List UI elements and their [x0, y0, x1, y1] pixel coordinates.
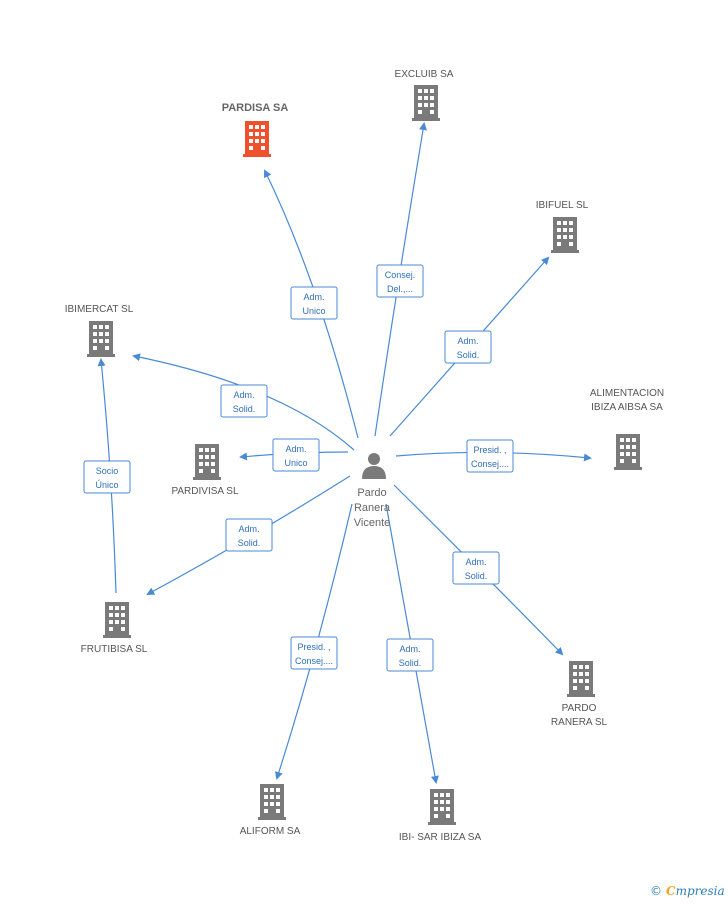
company-label: RANERA SL [551, 717, 608, 728]
company-node-pardivisa[interactable]: PARDIVISA SL [171, 444, 239, 497]
relation-edge-frutibisa[interactable]: Adm. Solid. [146, 475, 351, 595]
relation-label-text: Unico [284, 458, 307, 468]
relation-edge-pardivisa[interactable]: Adm. Unico [239, 438, 349, 472]
relation-label-box[interactable] [83, 460, 131, 494]
company-node-excluib[interactable]: EXCLUIB SA [395, 69, 454, 121]
relation-edge-pardo_ranera[interactable]: Adm. Solid. [393, 484, 564, 656]
building-icon [412, 85, 440, 121]
relation-edge-aliform[interactable]: Presid. , Consej.... [275, 503, 353, 780]
company-label: EXCLUIB SA [395, 69, 454, 80]
company-node-pardo_ranera[interactable]: PARDO RANERA SL [551, 661, 608, 728]
building-icon [614, 434, 642, 470]
relation-label-text: Consej.... [295, 656, 333, 666]
relation-label-text: Presid. , [473, 445, 506, 455]
relation-label-text: Solid. [238, 538, 261, 548]
company-node-pardisa[interactable]: PARDISA SA [222, 102, 289, 157]
relation-label-text: Adm. [285, 444, 306, 454]
relation-label-box[interactable] [225, 518, 273, 552]
relation-label-text: Unico [302, 306, 325, 316]
relation-label-box[interactable] [376, 264, 424, 298]
company-node-ibifuel[interactable]: IBIFUEL SL [536, 200, 589, 253]
copyright-icon: © [650, 884, 662, 898]
relation-edge-ibisar[interactable]: Adm. Solid. [385, 503, 439, 784]
person-label: Vicente [354, 517, 391, 529]
empresia-brand[interactable]: © Cmpresia [650, 884, 725, 898]
relation-label-text: Solid. [457, 350, 480, 360]
relation-label-text: Consej. [385, 270, 416, 280]
relation-label-box[interactable] [466, 439, 514, 473]
company-label: IBIZA AIBSA SA [591, 402, 663, 413]
relation-label-text: Adm. [238, 524, 259, 534]
building-icon [103, 602, 131, 638]
company-label: PARDIVISA SL [171, 486, 239, 497]
brand-initial: C [666, 884, 676, 898]
relation-edge-pardisa[interactable]: Adm. Unico [264, 169, 359, 439]
building-icon [243, 121, 271, 157]
relation-label-box[interactable] [220, 384, 268, 418]
company-label: ALIMENTACION [590, 388, 664, 399]
relation-edge-ibifuel[interactable]: Adm. Solid. [389, 256, 550, 437]
company-label: ALIFORM SA [240, 826, 301, 837]
company-label: FRUTIBISA SL [81, 644, 148, 655]
relation-label-text: Adm. [457, 336, 478, 346]
person-icon [362, 453, 386, 479]
company-label: PARDO [562, 703, 597, 714]
company-node-ibimercat[interactable]: IBIMERCAT SL [65, 304, 134, 357]
building-icon [551, 217, 579, 253]
relation-edge-ibimercat[interactable]: Adm. Solid. [132, 353, 355, 451]
relation-label-box[interactable] [290, 286, 338, 320]
relation-label-text: Socio [96, 466, 119, 476]
company-node-alimentacion[interactable]: ALIMENTACION IBIZA AIBSA SA [590, 388, 664, 470]
building-icon [193, 444, 221, 480]
person-label: Ranera [354, 502, 391, 514]
relation-edge-alimentacion[interactable]: Presid. , Consej.... [395, 439, 592, 473]
brand-name: mpresia [675, 884, 725, 898]
company-label: PARDISA SA [222, 102, 289, 114]
relation-label-text: Adm. [399, 644, 420, 654]
company-node-ibisar[interactable]: IBI- SAR IBIZA SA [399, 789, 482, 843]
relation-label-text: Solid. [399, 658, 422, 668]
relation-label-box[interactable] [444, 330, 492, 364]
building-icon [428, 789, 456, 825]
company-label: IBI- SAR IBIZA SA [399, 832, 482, 843]
relation-label-text: Solid. [465, 571, 488, 581]
relation-label-text: Del.,... [387, 284, 413, 294]
relation-label-text: Adm. [465, 557, 486, 567]
relation-label-text: Solid. [233, 404, 256, 414]
company-node-aliform[interactable]: ALIFORM SA [240, 784, 301, 837]
relation-label-box[interactable] [452, 551, 500, 585]
relation-label-text: Único [95, 480, 118, 490]
relation-label-text: Consej.... [471, 459, 509, 469]
company-label: IBIFUEL SL [536, 200, 589, 211]
building-icon [567, 661, 595, 697]
company-node-frutibisa[interactable]: FRUTIBISA SL [81, 602, 148, 655]
relation-label-box[interactable] [386, 638, 434, 672]
relation-label-text: Adm. [303, 292, 324, 302]
building-icon [258, 784, 286, 820]
company-label: IBIMERCAT SL [65, 304, 134, 315]
person-label: Pardo [357, 487, 386, 499]
relation-edge-excluib[interactable]: Consej. Del.,... [374, 122, 427, 437]
relation-label-text: Presid. , [297, 642, 330, 652]
relation-label-text: Adm. [233, 390, 254, 400]
building-icon [87, 321, 115, 357]
relation-label-box[interactable] [290, 636, 338, 670]
relation-label-box[interactable] [272, 438, 320, 472]
